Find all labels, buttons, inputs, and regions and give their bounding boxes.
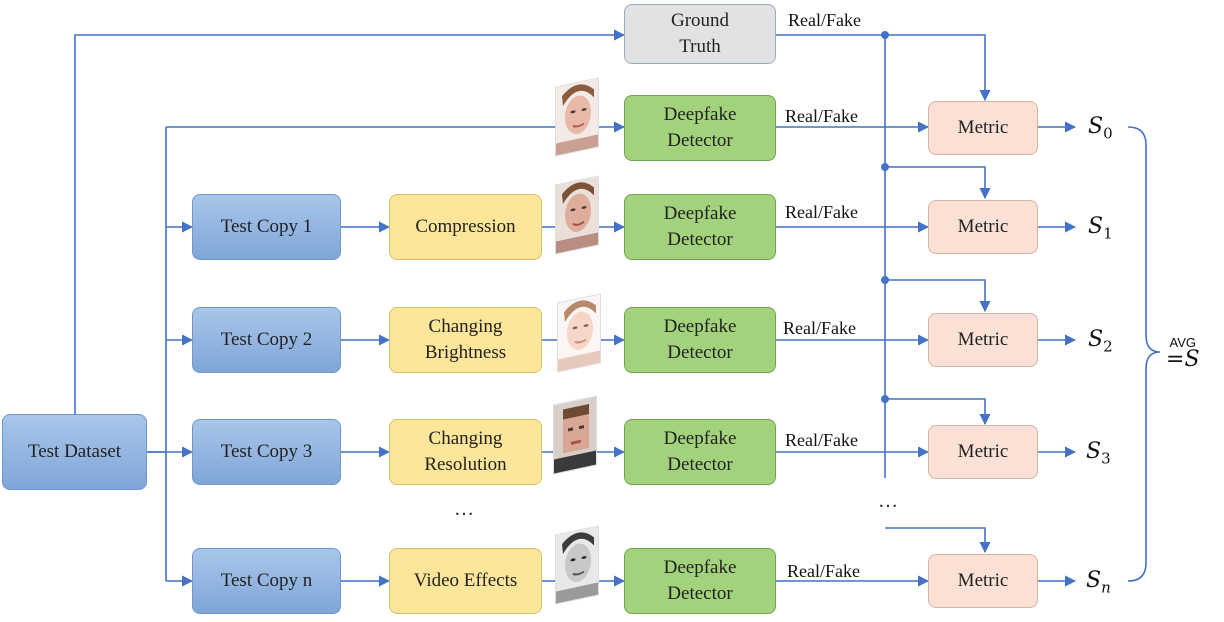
deepfake-detector-2-node: Deepfake Detector [624,307,776,373]
aggregate-result: S [1184,347,1200,372]
arrow-gt-to-metric3 [885,398,991,426]
deepfake-detector-1-node: Deepfake Detector [624,194,776,260]
metric-1-node: Metric [928,200,1038,254]
edge-label-real-fake-n: Real/Fake [787,561,860,581]
ellipsis-copies: … [454,498,475,520]
metric-2-node: Metric [928,313,1038,367]
metric-n-node: Metric [928,554,1038,608]
edge-label-real-fake-2: Real/Fake [783,318,856,338]
compression-node: Compression [389,194,542,260]
aggregate-equals: = [1166,347,1185,372]
video-effects-node: Video Effects [389,548,542,614]
score-s1: S1 [1088,214,1113,243]
deepfake-detector-0-node: Deepfake Detector [624,95,776,161]
score-s3: S3 [1086,439,1111,468]
face-thumbnail-compression [555,175,599,255]
aggregate-average: AVG =S [1166,336,1200,371]
test-copy-1-node: Test Copy 1 [192,194,341,260]
edge-label-real-fake-0: Real/Fake [785,106,858,126]
edge-label-real-fake-3: Real/Fake [785,430,858,450]
junction-dot [881,276,889,284]
test-copy-3-node: Test Copy 3 [192,419,341,485]
edge-label-real-fake-gt: Real/Fake [788,10,861,30]
deepfake-detector-3-node: Deepfake Detector [624,419,776,485]
face-thumbnail-original [555,77,599,157]
arrow-ground-truth-out [776,34,991,102]
score-s2: S2 [1088,327,1113,356]
arrow-gt-to-metricn [885,527,991,554]
changing-resolution-node: Changing Resolution [389,419,542,485]
junction-dot [881,163,889,171]
arrow-gt-to-metric2 [885,279,991,313]
junction-dot [881,395,889,403]
score-sn: Sn [1086,568,1111,597]
edge-label-real-fake-1: Real/Fake [785,202,858,222]
face-thumbnail-resolution [553,395,597,475]
test-dataset-node: Test Dataset [2,414,147,490]
score-s0: S0 [1088,114,1113,143]
metric-0-node: Metric [928,101,1038,155]
ellipsis-metrics: … [878,490,899,512]
changing-brightness-node: Changing Brightness [389,307,542,373]
ground-truth-node: Ground Truth [624,4,776,64]
face-thumbnail-video-effects [555,525,599,605]
aggregate-brace [1127,126,1161,582]
junction-dot [881,31,889,39]
arrow-dataset-to-ground-truth [74,29,626,414]
test-copy-n-node: Test Copy n [192,548,341,614]
metric-3-node: Metric [928,425,1038,479]
aggregate-op-label: AVG [1169,335,1197,350]
test-copy-2-node: Test Copy 2 [192,307,341,373]
deepfake-detector-n-node: Deepfake Detector [624,548,776,614]
face-thumbnail-brightness [557,293,601,373]
arrow-gt-to-metric1 [885,166,991,200]
